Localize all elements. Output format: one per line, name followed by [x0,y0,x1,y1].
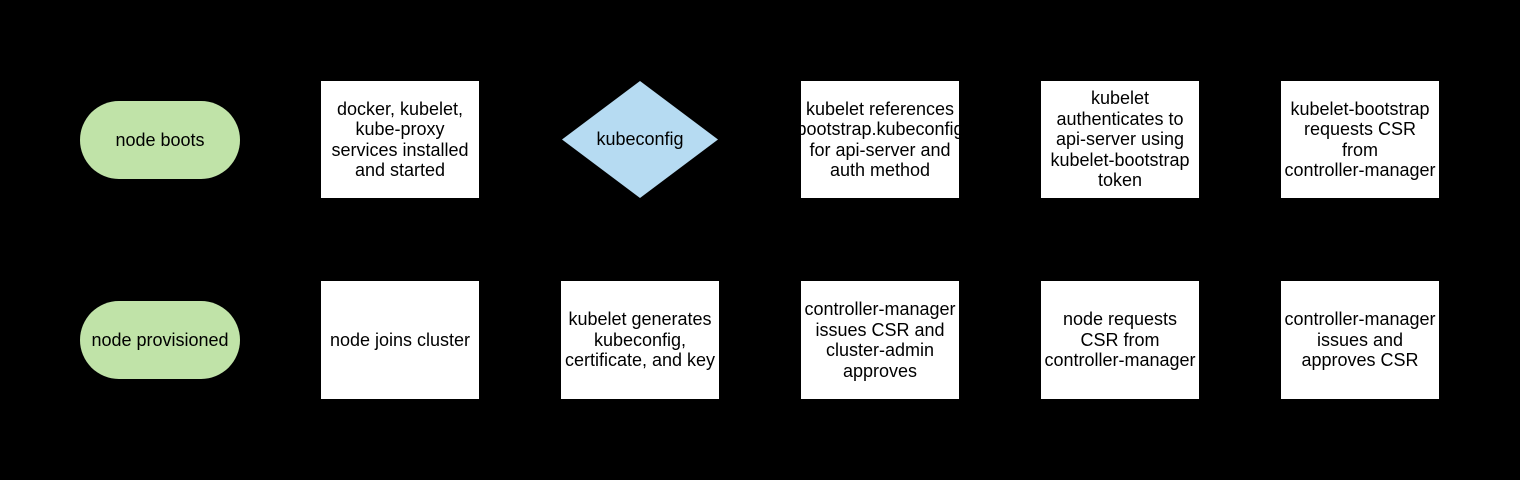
flow-node-node-provisioned: node provisioned [80,301,240,379]
flow-node-controller-manager-issues-and-approves: controller-manager issues and approves C… [1281,281,1439,399]
node-label: kubelet generates kubeconfig, certificat… [564,309,716,371]
node-label: kubeconfig [596,129,684,150]
flow-node-node-joins-cluster: node joins cluster [321,281,479,399]
flow-node-kubelet-bootstrap-requests-csr: kubelet-bootstrap requests CSR from cont… [1281,81,1439,198]
node-label: node provisioned [91,329,229,350]
flow-node-kubelet-generates-credentials: kubelet generates kubeconfig, certificat… [561,281,719,399]
node-label: docker, kubelet, kube-proxy services ins… [331,98,469,181]
node-label: kubelet authenticates to api-server usin… [1050,88,1190,191]
flow-node-kubelet-references-bootstrap-kubeconfig: kubelet references bootstrap.kubeconfig … [801,81,959,198]
flow-node-node-requests-csr: node requests CSR from controller-manage… [1041,281,1199,399]
node-label: kubelet-bootstrap requests CSR from cont… [1284,98,1436,181]
node-label: kubelet references bootstrap.kubeconfig … [801,98,959,181]
node-label: node boots [115,129,205,150]
flow-node-node-boots: node boots [80,101,240,179]
flow-node-kubeconfig-decision: kubeconfig [562,81,718,198]
node-label: node requests CSR from controller-manage… [1044,309,1196,371]
flow-node-kubelet-authenticates: kubelet authenticates to api-server usin… [1041,81,1199,198]
node-label: controller-manager issues CSR and cluste… [804,299,956,381]
flow-node-services-installed: docker, kubelet, kube-proxy services ins… [321,81,479,198]
flow-node-controller-manager-issues-cluster-admin-approves: controller-manager issues CSR and cluste… [801,281,959,399]
node-label: node joins cluster [329,329,471,350]
node-label: controller-manager issues and approves C… [1284,309,1436,371]
